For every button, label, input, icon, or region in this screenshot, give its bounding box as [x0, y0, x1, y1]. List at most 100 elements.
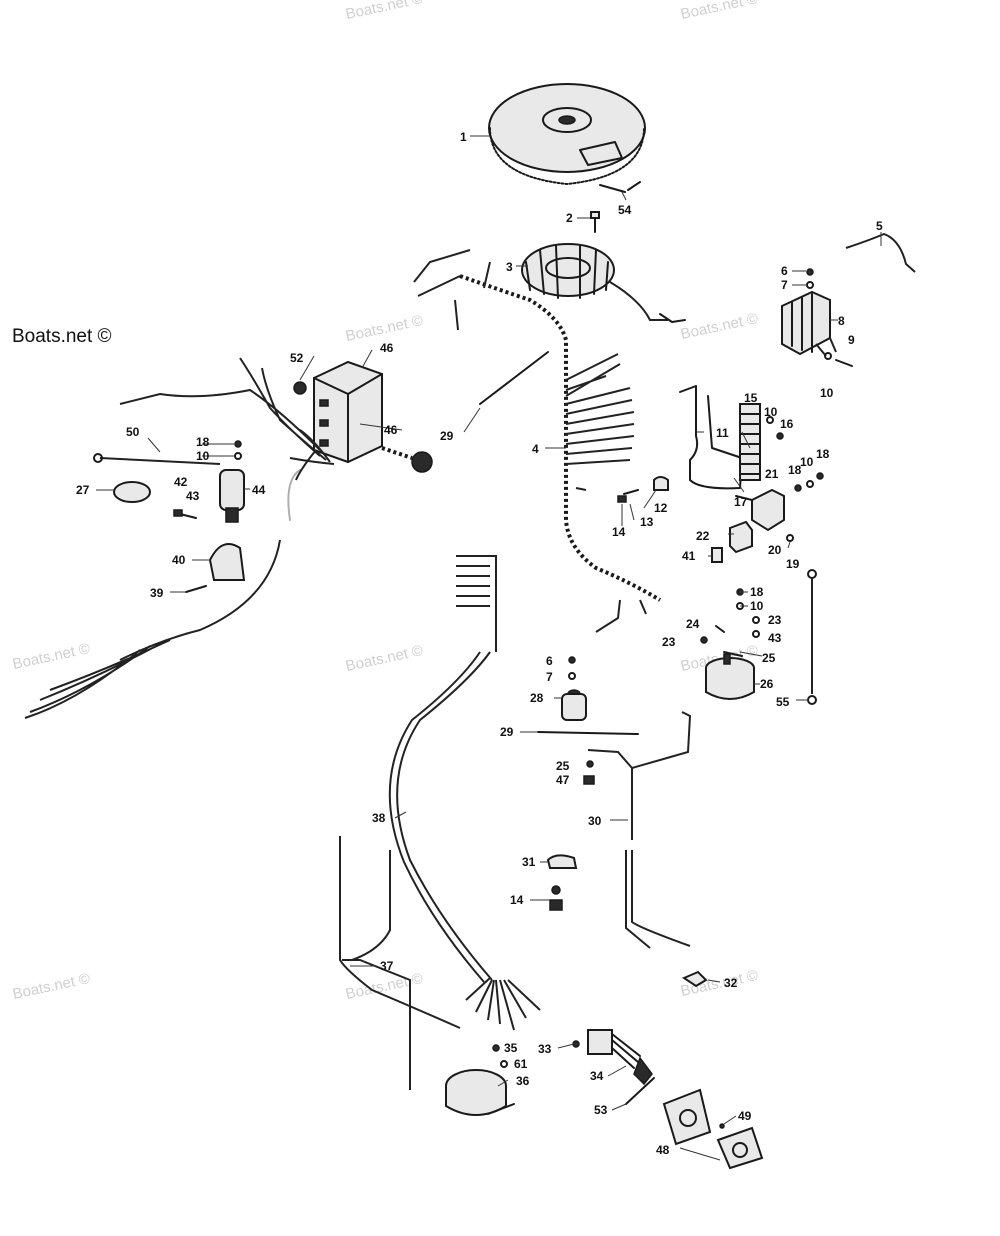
washer-10-left	[234, 452, 242, 460]
callout-20: 20	[768, 543, 782, 557]
cable-55-top	[807, 569, 817, 579]
cover-25	[723, 651, 743, 657]
rectifier	[781, 290, 837, 357]
band-27	[113, 481, 151, 503]
callout-46: 46	[384, 423, 398, 437]
callout-2: 2	[566, 211, 573, 225]
screw-39	[185, 585, 207, 593]
switch-box-cable	[381, 446, 413, 460]
callout-40: 40	[172, 553, 186, 567]
callout-53: 53	[594, 1103, 608, 1117]
clip-32	[681, 970, 708, 988]
callout-35: 35	[504, 1041, 518, 1055]
nut-6-lower	[568, 656, 576, 664]
cable-30	[587, 711, 692, 840]
callout-18: 18	[196, 435, 210, 449]
trigger-cable	[119, 539, 281, 661]
harness-38-inner	[388, 651, 485, 983]
lead-50	[99, 457, 221, 465]
leader-lines	[96, 135, 882, 1161]
callout-43: 43	[768, 631, 782, 645]
bezel-plate	[716, 1126, 764, 1170]
mounting-plate	[662, 1088, 712, 1146]
washer-43-right	[752, 630, 760, 638]
harness-branch-top	[413, 249, 491, 331]
switch-box-leads	[119, 357, 335, 481]
callout-18: 18	[816, 447, 830, 461]
callout-31: 31	[522, 855, 536, 869]
screw-61	[500, 1060, 508, 1068]
callout-55: 55	[776, 695, 790, 709]
harness-38-ends	[465, 977, 541, 1031]
cable-30-lower	[625, 850, 691, 949]
callout-14: 14	[612, 525, 626, 539]
washer-10-block	[766, 416, 774, 424]
switch-box-plug	[411, 451, 433, 473]
relay	[729, 520, 753, 554]
decal-41	[711, 547, 723, 563]
screw-42	[173, 509, 183, 517]
screw-9	[835, 359, 853, 367]
washer-7	[806, 281, 814, 289]
callout-17: 17	[734, 495, 748, 509]
warning-horn	[445, 1069, 515, 1116]
callout-7: 7	[781, 278, 788, 292]
screw-17	[735, 495, 753, 501]
washer-10-top	[824, 352, 832, 360]
terminal-bracket	[679, 385, 743, 490]
flywheel	[488, 83, 646, 185]
nut-6	[806, 268, 814, 276]
callout-21: 21	[765, 467, 779, 481]
callout-34: 34	[590, 1069, 604, 1083]
nut-14-lower	[551, 885, 561, 895]
callout-16: 16	[780, 417, 794, 431]
callout-29: 29	[440, 429, 454, 443]
brand-mark: Boats.net ©	[12, 326, 112, 347]
callout-52: 52	[290, 351, 304, 365]
screw-49	[719, 1123, 725, 1129]
callout-10: 10	[196, 449, 210, 463]
callout-10: 10	[820, 386, 834, 400]
callout-44: 44	[252, 483, 266, 497]
callout-47: 47	[556, 773, 570, 787]
callout-10: 10	[750, 599, 764, 613]
relay-bracket	[751, 488, 785, 532]
mounting-plate-hole	[679, 1109, 697, 1127]
clamp-31	[546, 854, 578, 869]
screw-16	[776, 432, 784, 440]
callout-41: 41	[682, 549, 696, 563]
callout-6: 6	[546, 654, 553, 668]
callout-36: 36	[516, 1074, 530, 1088]
capacitor	[561, 689, 587, 721]
callout-22: 22	[696, 529, 710, 543]
clamp-12	[653, 476, 669, 491]
callout-8: 8	[838, 314, 845, 328]
tie-strap-upper	[479, 351, 549, 405]
callout-23: 23	[662, 635, 676, 649]
washer-10-right	[806, 480, 814, 488]
tie-strap-lower	[537, 731, 639, 735]
callout-48: 48	[656, 1143, 670, 1157]
callout-29: 29	[500, 725, 514, 739]
callout-15: 15	[744, 391, 758, 405]
callout-18: 18	[750, 585, 764, 599]
callout-54: 54	[618, 203, 632, 217]
screw-14-top	[617, 495, 627, 503]
callout-32: 32	[724, 976, 738, 990]
callout-23: 23	[768, 613, 782, 627]
stator-lead-terminal	[659, 313, 686, 323]
callout-13: 13	[640, 515, 654, 529]
lead-50-terminal	[93, 453, 103, 463]
callout-10: 10	[800, 455, 814, 469]
nut-18-right	[794, 484, 802, 492]
screw-14-lower	[549, 899, 563, 911]
bezel-plate-hole	[732, 1142, 748, 1158]
callout-4: 4	[532, 442, 539, 456]
callout-19: 19	[786, 557, 800, 571]
harness-37	[339, 836, 461, 1090]
callout-43: 43	[186, 489, 200, 503]
callout-37: 37	[380, 959, 394, 973]
main-wiring-harness	[459, 274, 662, 602]
washer-7-lower	[568, 672, 576, 680]
